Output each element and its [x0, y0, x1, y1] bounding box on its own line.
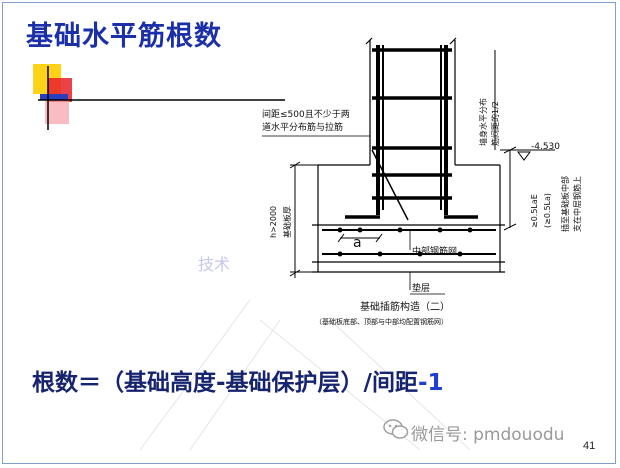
vertical-rebars: [376, 45, 448, 215]
formula-main: 根数＝（基础高度-基础保护层）/间距: [32, 370, 418, 396]
middle-mesh-bars: [322, 229, 496, 255]
spacing-note-line2: 道水平分布筋与拉筋: [262, 121, 343, 133]
anchor-label-line2: 支在中层钢筋上: [572, 176, 582, 232]
foundation-plate: [312, 220, 505, 273]
blue-bar: [40, 94, 68, 100]
wechat-icon: [383, 419, 409, 439]
thickness-label: 基础板厚: [282, 206, 292, 238]
dim-05la: (≥0.5La): [543, 193, 552, 228]
anchorage-dimension: [500, 146, 555, 231]
elevation-label: -4.530: [531, 142, 560, 152]
faint-watermark: 技术: [198, 255, 230, 274]
dimension-a: [337, 233, 383, 243]
anchor-label-line1: 插至基础板中部: [560, 176, 570, 232]
page-title: 基础水平筋根数: [26, 21, 222, 52]
height-label: h>2000: [269, 206, 278, 238]
spacing-note-line1: 间距≤500且不少于两: [262, 108, 350, 120]
wall-label-line2: 筋间距的1/2: [490, 101, 500, 146]
diagram-caption-note: （基础板底部、顶部与中部均配置钢筋网）: [315, 317, 448, 326]
inner-rebars: [382, 45, 442, 210]
pink-square: [45, 100, 69, 124]
decorative-squares: [33, 64, 285, 130]
dim-05lae: ≥0.5LaE: [530, 194, 539, 228]
slide-frame: [2, 2, 616, 464]
middle-mesh-label: 中部钢筋网: [412, 245, 457, 257]
height-dimension: [289, 161, 318, 278]
wall-label-line1: 墙身水平分布: [478, 98, 488, 146]
formula-suffix: -1: [417, 370, 444, 396]
tie-bar: [371, 149, 409, 221]
page-number: 41: [583, 440, 596, 452]
mesh-dots: [337, 227, 473, 257]
dim-a-label: a: [353, 235, 362, 251]
diagram-caption: 基础插筋构造（二）: [360, 300, 450, 313]
wall-column: [317, 37, 501, 220]
watermark-text: 微信号: pmdouodu: [411, 425, 565, 445]
cushion-label: 垫层: [412, 282, 430, 294]
formula: 根数＝（基础高度-基础保护层）/间距-1: [32, 363, 444, 397]
